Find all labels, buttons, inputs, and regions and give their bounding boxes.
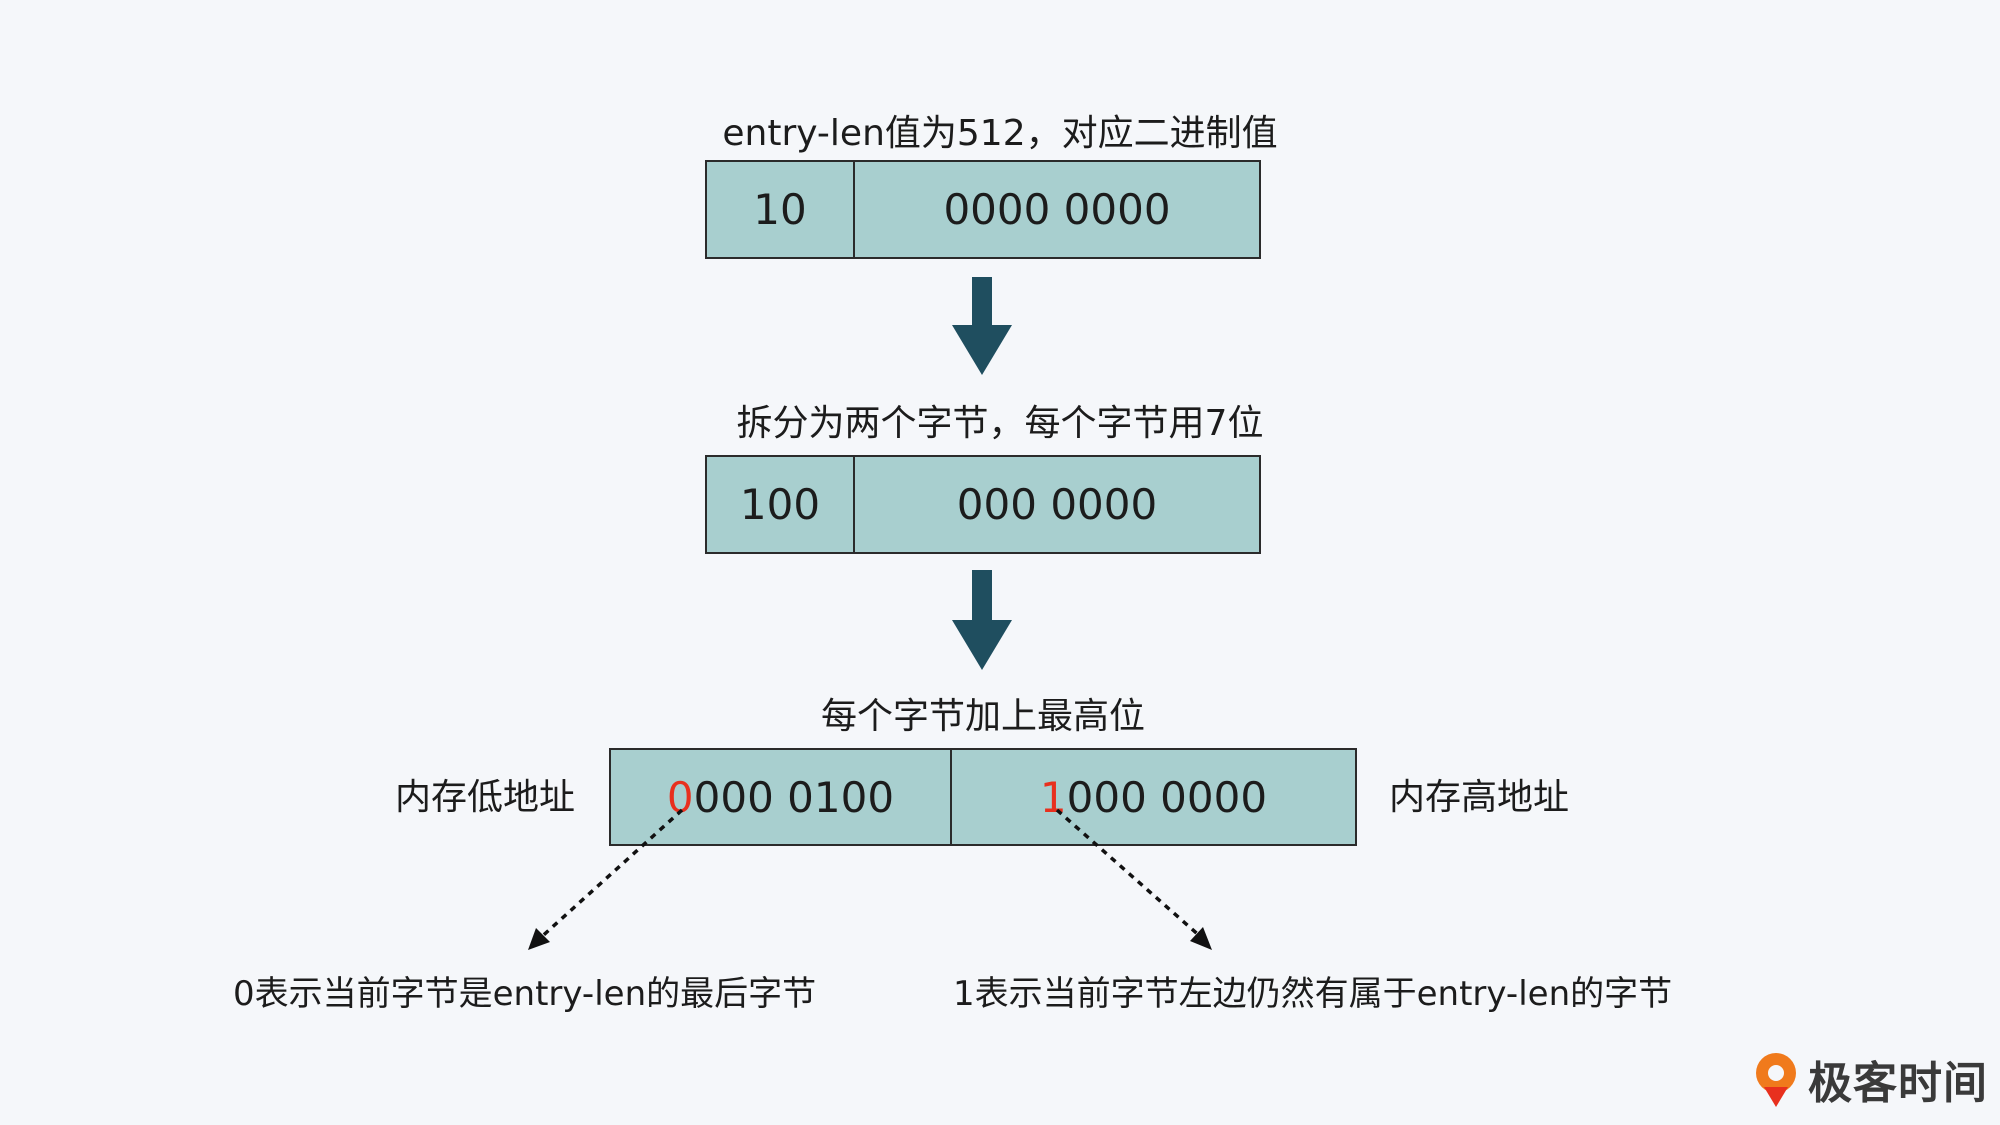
geektime-logo: 极客时间 [1750,1047,1988,1111]
left-note: 0表示当前字节是entry-len的最后字节 [233,974,817,1014]
step1-binary-box: 10 0000 0000 [705,160,1261,259]
step3-caption: 每个字节加上最高位 [820,696,1145,737]
dashed-arrow-left [536,808,684,942]
arrowhead-left-icon [528,928,550,950]
dashed-arrow-right [1055,808,1204,940]
high-byte-msb: 1 [1039,772,1067,822]
step2-caption: 拆分为两个字节，每个字节用7位 [736,403,1264,444]
down-arrow-icon [952,570,1012,670]
low-address-label: 内存低地址 [395,777,576,818]
step2-binary-box: 100 000 0000 [705,455,1261,554]
arrowhead-right-icon [1190,927,1212,950]
geektime-logo-icon [1756,1053,1796,1107]
step1-low-bits: 0000 0000 [853,162,1259,257]
high-address-label: 内存高地址 [1389,777,1570,818]
logo-text: 极客时间 [1808,1058,1988,1109]
right-note: 1表示当前字节左边仍然有属于entry-len的字节 [953,974,1673,1014]
high-byte-rest: 000 0000 [1066,772,1268,822]
step1-high-bits: 10 [753,185,807,234]
step1-caption: entry-len值为512，对应二进制值 [722,113,1278,154]
step2-high-bits: 100 [739,480,821,529]
step2-low-bits: 000 0000 [853,457,1259,552]
down-arrow-icon [952,277,1012,375]
low-byte-rest: 000 0100 [693,772,895,822]
